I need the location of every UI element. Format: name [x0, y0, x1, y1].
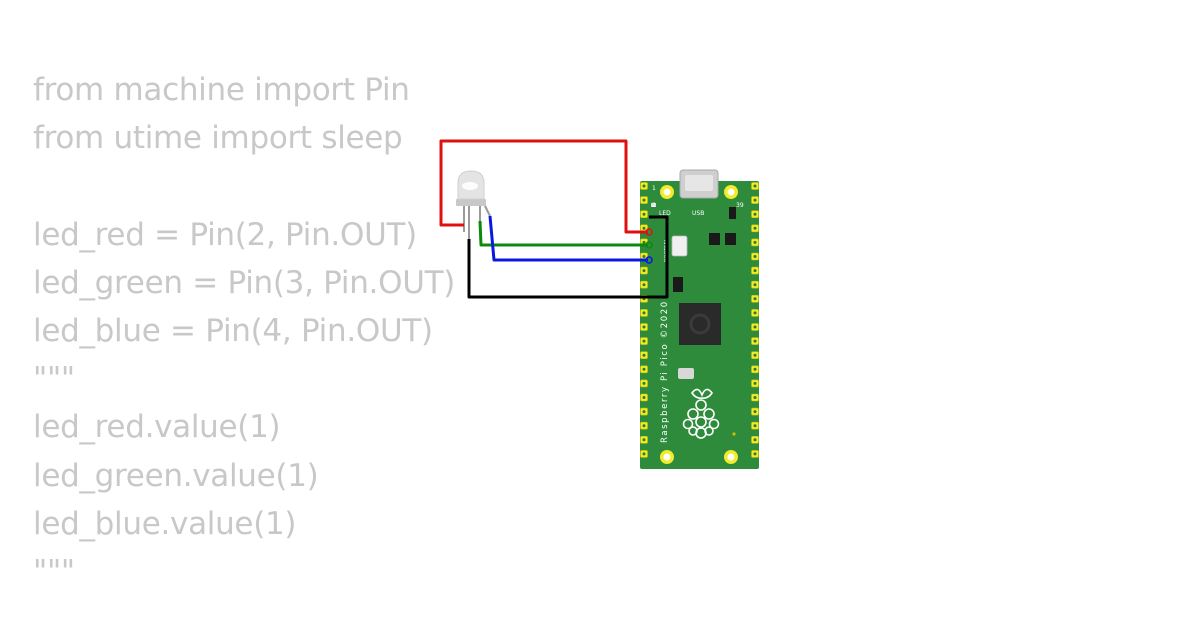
code-line: from machine import Pin [33, 72, 410, 108]
header-pin-hole [642, 226, 646, 230]
header-pin-hole [753, 438, 757, 442]
code-line: led_red = Pin(2, Pin.OUT) [33, 216, 417, 253]
rgb-led[interactable] [456, 170, 491, 240]
pin39-label: 39 [736, 202, 744, 209]
led-label: LED [659, 210, 671, 217]
pico-board[interactable]: USB LED 1 2 39 BOOTSEL [640, 169, 759, 469]
header-pin-hole [753, 226, 757, 230]
header-pin-hole [753, 198, 757, 202]
onboard-led [651, 203, 656, 207]
bootsel-button[interactable] [671, 235, 688, 257]
header-pin-hole [753, 424, 757, 428]
led-leg-blue [484, 205, 491, 217]
wire-blue[interactable] [488, 215, 648, 262]
raspberry-logo-icon [682, 388, 720, 439]
header-pin-hole [753, 240, 757, 244]
header-pin-hole [753, 410, 757, 414]
header-pin-hole [753, 452, 757, 456]
usb-label: USB [692, 210, 704, 217]
wire-black[interactable] [467, 215, 669, 299]
header-pin-hole [642, 339, 646, 343]
header-pin-hole [753, 339, 757, 343]
header-pin-hole [642, 255, 646, 258]
header-pin-hole [753, 367, 757, 371]
board-name: Raspberry Pi Pico ©2020 [660, 300, 670, 443]
wire-green[interactable] [478, 220, 648, 247]
code-line: led_red.value(1) [33, 409, 281, 446]
header-pin-hole [753, 396, 757, 399]
header-pin-hole [753, 184, 757, 188]
header-pin-hole [642, 269, 646, 273]
component [673, 277, 683, 292]
header-pin-hole [642, 240, 646, 244]
pin2-label: 2 [652, 202, 656, 209]
header-pin-hole [642, 410, 646, 414]
crystal [678, 368, 694, 379]
header-pin-hole [642, 325, 646, 329]
header-pin-hole [753, 325, 757, 329]
pin1-label: 1 [652, 185, 656, 192]
header-pin-hole [642, 396, 646, 399]
wire-end-green [645, 241, 653, 249]
code-line: led_green = Pin(3, Pin.OUT) [33, 264, 456, 301]
code-editor: from machine import Pin from utime impor… [33, 66, 455, 596]
code-line: led_green.value(1) [33, 457, 319, 494]
header-pin-hole [753, 212, 757, 216]
header-pin-hole [642, 381, 646, 385]
component [729, 207, 736, 219]
header-pin-hole [753, 269, 757, 273]
header-pin-hole [753, 255, 757, 258]
code-line: from utime import sleep [33, 120, 403, 157]
header-pin-hole [642, 283, 646, 287]
wire-end-blue [645, 256, 653, 264]
header-pin-hole [753, 311, 757, 315]
header-pin-hole [642, 424, 646, 428]
header-pin-hole [642, 184, 646, 188]
header-pin-hole [642, 367, 646, 371]
header-pin-hole [642, 438, 646, 442]
header-pin-hole [753, 283, 757, 287]
code-line: """ [33, 553, 75, 590]
wire-end-red [645, 228, 653, 236]
header-pin-hole [642, 452, 646, 456]
code-line: """ [33, 361, 75, 398]
chip-logo-icon [689, 313, 711, 335]
right-pin-header [751, 182, 759, 458]
header-pin-hole [642, 311, 646, 315]
header-pin-hole [642, 212, 646, 216]
wire-red[interactable] [439, 139, 648, 234]
code-line: led_blue.value(1) [33, 505, 297, 542]
header-pin-hole [642, 198, 646, 202]
rp2040-chip [679, 303, 721, 345]
code-line: led_blue = Pin(4, Pin.OUT) [33, 312, 433, 349]
header-pin-hole [753, 297, 757, 301]
header-pin-hole [753, 353, 757, 357]
header-pin-hole [753, 381, 757, 385]
header-pin-hole [642, 353, 646, 357]
component [725, 233, 736, 245]
component [709, 233, 720, 245]
